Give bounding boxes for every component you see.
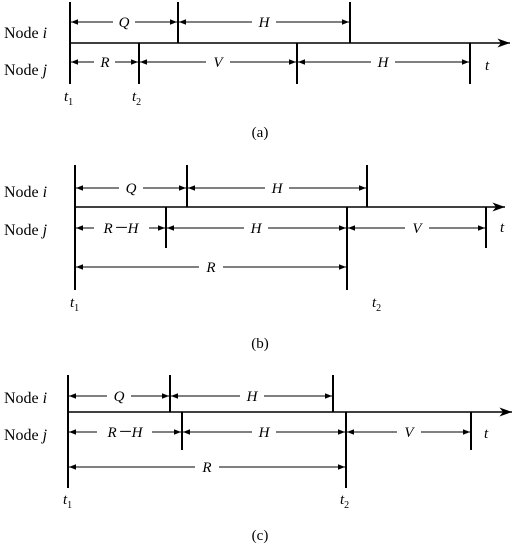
node-j-label: Node j: [4, 62, 48, 79]
span-label-r-minus-h: R－H: [107, 425, 144, 441]
panel-caption: (b): [251, 336, 269, 352]
span-label-h: H: [258, 15, 271, 31]
time-label-t1: t1: [63, 492, 72, 511]
span-label-r: R: [205, 260, 215, 276]
span-label-q: Q: [114, 389, 125, 405]
span-label-q: Q: [126, 181, 137, 197]
time-axis-label: t: [500, 220, 505, 236]
node-i-label: Node i: [4, 390, 47, 407]
time-label-t2: t2: [372, 295, 381, 314]
panel-caption: (a): [252, 125, 269, 141]
span-label-v: V: [404, 425, 415, 441]
span-label-r-minus-h: R－H: [103, 221, 140, 237]
time-label-t2: t2: [340, 492, 349, 511]
panel-a: Node i Node j t Q H R V H t1 t2 (a): [4, 2, 510, 141]
span-label-r: R: [201, 460, 211, 476]
panel-c: Node i Node j t Q H R－H H V R t1 t2 (c): [4, 375, 512, 544]
span-label-v: V: [213, 55, 224, 71]
time-label-t1: t1: [70, 295, 79, 314]
span-label-h: H: [377, 55, 390, 71]
time-label-t1: t1: [64, 89, 73, 108]
node-j-label: Node j: [4, 427, 48, 444]
node-j-label: Node j: [4, 222, 48, 239]
span-label-r: R: [99, 55, 109, 71]
span-label-q: Q: [119, 15, 130, 31]
span-label-h: H: [246, 389, 259, 405]
span-label-h: H: [271, 181, 284, 197]
span-label-h: H: [258, 425, 271, 441]
node-i-label: Node i: [4, 184, 47, 201]
span-label-h: H: [250, 221, 263, 237]
time-axis-label: t: [484, 426, 489, 442]
time-axis-label: t: [485, 58, 490, 74]
panel-caption: (c): [252, 528, 269, 544]
panel-b: Node i Node j t Q H R－H H V R t1 t2 (b): [4, 165, 505, 352]
time-label-t2: t2: [132, 89, 141, 108]
node-i-label: Node i: [4, 25, 47, 42]
span-label-v: V: [412, 221, 423, 237]
